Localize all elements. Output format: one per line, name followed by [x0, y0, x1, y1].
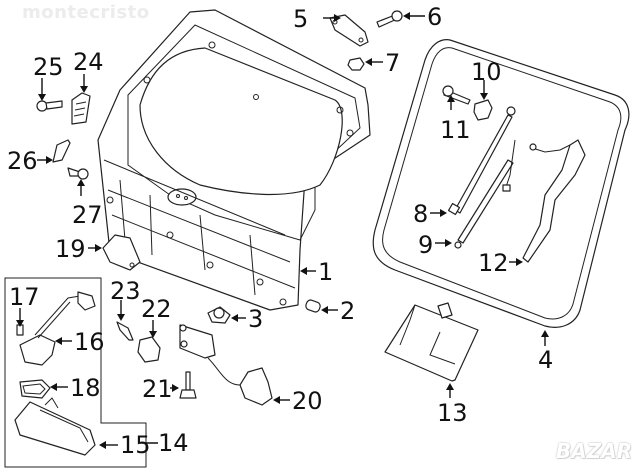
callout-22: 22: [141, 295, 172, 323]
latch-striker-drawing: [102, 234, 141, 271]
callout-5: 5: [293, 5, 309, 33]
callout-10: 10: [471, 58, 502, 86]
bumpers-drawing: [207, 299, 321, 324]
latch-actuator-drawing: [179, 324, 273, 406]
callout-21: 21: [142, 375, 173, 403]
inset-box-14: [4, 277, 147, 468]
callout-3: 3: [248, 305, 264, 333]
callout-25: 25: [33, 53, 64, 81]
callout-26: 26: [7, 147, 38, 175]
struts-drawing: [447, 106, 516, 249]
small-parts-drawing: [36, 92, 91, 180]
hinge-drawing: [329, 10, 403, 71]
callout-1: 1: [318, 258, 334, 286]
callout-15: 15: [120, 431, 151, 459]
callout-12: 12: [478, 249, 509, 277]
control-module-drawing: [384, 302, 479, 382]
callout-11: 11: [440, 116, 471, 144]
callout-19: 19: [55, 235, 86, 263]
weatherstrip-seal-drawing: [372, 39, 630, 328]
callout-6: 6: [427, 3, 443, 31]
liftgate-panel-drawing: [97, 9, 371, 311]
callout-13: 13: [437, 399, 468, 427]
pinch-sensor-drawing: [522, 139, 586, 263]
callout-18: 18: [70, 374, 101, 402]
callout-27: 27: [72, 201, 103, 229]
callout-9: 9: [418, 231, 434, 259]
bracket-bolt-drawing: [442, 85, 493, 121]
bazar-logo: BAZAR: [555, 439, 632, 463]
callout-8: 8: [413, 200, 429, 228]
callout-4: 4: [538, 346, 554, 374]
switch-cover-drawing: [116, 321, 161, 363]
callout-2: 2: [340, 297, 356, 325]
callout-7: 7: [385, 49, 401, 77]
watermark-text: montecristo: [22, 2, 150, 23]
callout-17: 17: [9, 283, 40, 311]
callout-24: 24: [73, 48, 104, 76]
callout-23: 23: [110, 277, 141, 305]
callout-14: 14: [158, 429, 189, 457]
callout-20: 20: [292, 387, 323, 415]
callout-16: 16: [74, 328, 105, 356]
leader-lines: [16, 12, 549, 449]
